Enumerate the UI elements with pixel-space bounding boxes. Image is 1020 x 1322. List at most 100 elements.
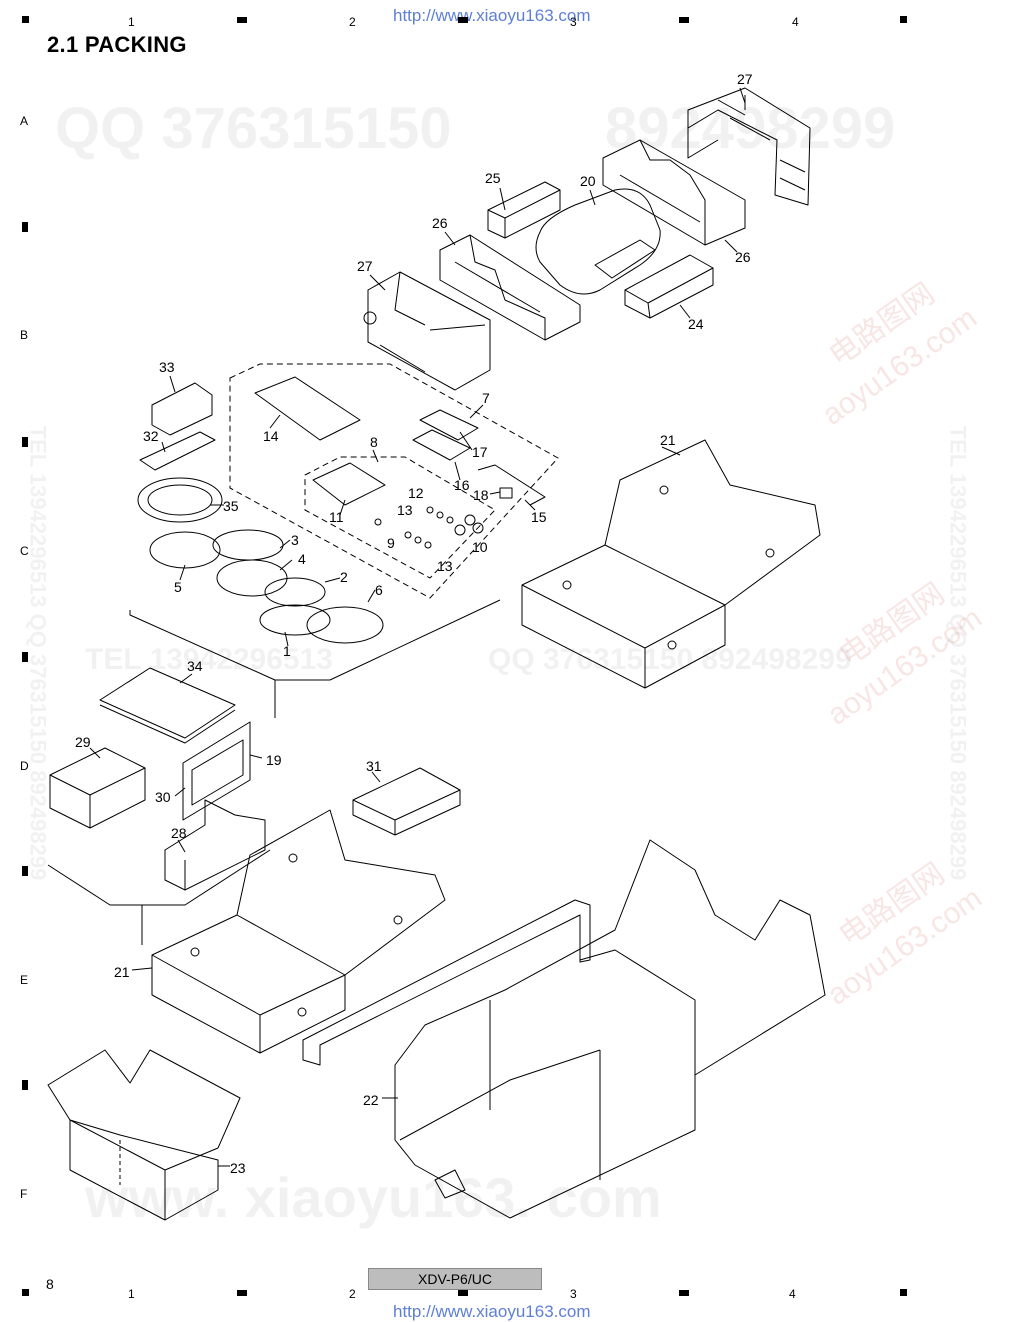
callout-19: 19 <box>266 752 282 768</box>
callout-33: 33 <box>159 359 175 375</box>
cable-4 <box>216 559 288 597</box>
callout-11: 11 <box>329 509 344 525</box>
callout-27: 27 <box>357 258 373 274</box>
cable-2 <box>264 577 326 607</box>
part-18 <box>499 487 513 499</box>
manuals-34 <box>99 667 236 739</box>
tray-26-right <box>602 139 746 246</box>
bag-outline-8 <box>304 456 496 579</box>
part-28 <box>164 799 266 891</box>
border-mark <box>237 1290 247 1296</box>
model-label: XDV-P6/UC <box>368 1268 542 1290</box>
box-21-left <box>151 809 446 1054</box>
callout-17: 17 <box>472 444 488 460</box>
callout-9: 9 <box>387 535 395 551</box>
border-mark <box>22 437 28 447</box>
cable-3 <box>212 529 284 561</box>
remote-32 <box>139 431 216 471</box>
callout-16: 16 <box>454 477 470 493</box>
bag-11 <box>312 462 386 506</box>
callout-23: 23 <box>230 1160 246 1176</box>
tray-26-left <box>439 234 581 341</box>
callout-7: 7 <box>482 390 490 406</box>
callout-13: 13 <box>397 502 413 518</box>
watermark-qq-num: 892498299 <box>605 96 896 161</box>
col-2-bottom: 2 <box>349 1287 356 1301</box>
row-e: E <box>20 973 29 987</box>
source-url-top[interactable]: http://www.xiaoyu163.com <box>393 6 591 25</box>
accessories-outline <box>129 599 501 681</box>
leader-lines <box>89 87 746 1167</box>
callout-10: 10 <box>472 539 488 555</box>
callout-29: 29 <box>75 734 91 750</box>
col-2-top: 2 <box>349 15 356 29</box>
callout-6: 6 <box>375 582 383 598</box>
col-1-top: 1 <box>128 15 135 29</box>
callout-30: 30 <box>155 789 171 805</box>
border-mark <box>900 1289 907 1296</box>
border-mark <box>22 16 29 23</box>
callout-14: 14 <box>263 428 279 444</box>
bracket-15 <box>477 464 546 506</box>
frame-19 <box>182 721 251 821</box>
col-3-bottom: 3 <box>570 1287 577 1301</box>
end-cap-27-top <box>687 87 811 206</box>
carton-23 <box>47 1049 241 1221</box>
screw-set <box>374 506 484 549</box>
bracket-33 <box>151 382 213 436</box>
callout-2: 2 <box>340 569 348 585</box>
col-1-bottom: 1 <box>128 1287 135 1301</box>
page-title: 2.1 PACKING <box>47 32 187 57</box>
border-mark <box>679 17 689 23</box>
callout-35: 35 <box>223 498 239 514</box>
watermark-tel: TEL 13942296513 <box>85 643 333 676</box>
col-3-top: 3 <box>570 15 577 29</box>
cable-5 <box>149 531 221 569</box>
callout-26: 26 <box>735 249 751 265</box>
col-4-top: 4 <box>792 15 799 29</box>
bag-outline-7 <box>229 363 559 599</box>
long-bar <box>302 899 591 1066</box>
border-mark <box>679 1290 689 1296</box>
unit-bag-20 <box>535 188 661 295</box>
border-mark <box>900 16 907 23</box>
row-c: C <box>20 544 29 558</box>
callout-8: 8 <box>370 434 378 450</box>
callout-21: 21 <box>114 964 130 980</box>
strip-16 <box>412 429 471 461</box>
border-mark <box>458 1290 468 1296</box>
border-mark <box>22 652 28 662</box>
page-number: 8 <box>46 1276 54 1292</box>
strip-17 <box>419 409 479 441</box>
end-cap-27-left <box>363 271 491 391</box>
callout-22: 22 <box>363 1092 379 1108</box>
cable-6 <box>306 606 384 644</box>
callout-26: 26 <box>432 215 448 231</box>
row-a: A <box>20 114 29 128</box>
border-mark <box>22 1289 29 1296</box>
watermark-site: www. xiaoyu163. com <box>85 1166 662 1229</box>
cable-35 <box>137 477 223 523</box>
callout-32: 32 <box>143 428 159 444</box>
callout-20: 20 <box>580 173 596 189</box>
source-url-bottom[interactable]: http://www.xiaoyu163.com <box>393 1302 591 1321</box>
callout-25: 25 <box>485 170 501 186</box>
callout-5: 5 <box>174 579 182 595</box>
border-mark <box>237 17 247 23</box>
insert-22 <box>394 839 826 1219</box>
callout-3: 3 <box>291 532 299 548</box>
box-21-right <box>521 439 821 689</box>
callout-12: 12 <box>408 485 424 501</box>
callout-1: 1 <box>283 643 291 659</box>
callouts: 27 25 20 26 26 27 24 33 14 7 32 8 17 16 … <box>75 71 753 1176</box>
callout-28: 28 <box>171 825 187 841</box>
lower-outline <box>47 849 271 906</box>
callout-15: 15 <box>531 509 547 525</box>
row-d: D <box>20 759 29 773</box>
callout-18: 18 <box>473 487 489 503</box>
watermark-qq: QQ 376315150 <box>55 96 452 161</box>
spacer-24 <box>624 254 714 319</box>
callout-27: 27 <box>737 71 753 87</box>
callout-24: 24 <box>688 316 704 332</box>
col-4-bottom: 4 <box>789 1287 796 1301</box>
